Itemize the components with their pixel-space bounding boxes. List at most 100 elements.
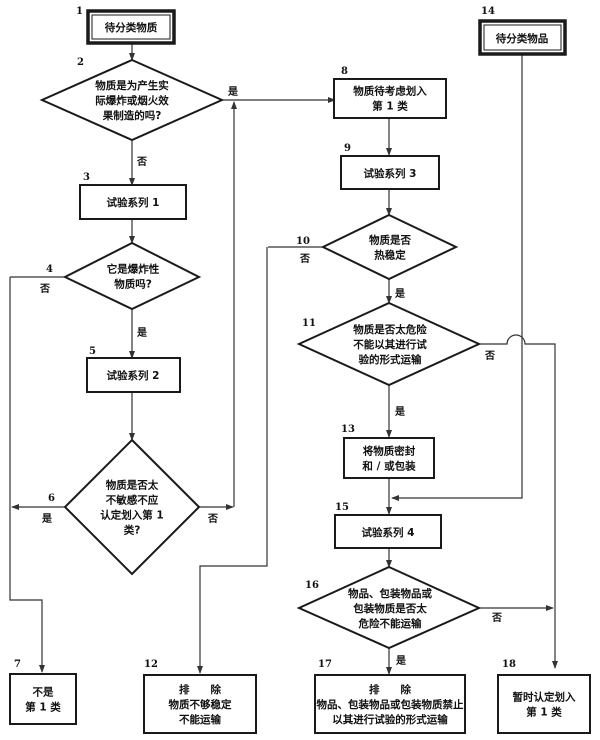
- node-number: 10: [296, 236, 310, 247]
- node-15-process: 15 试验系列 4: [334, 502, 442, 549]
- node-label: 试验系列 1: [107, 196, 160, 209]
- node-text-line: 试验系列 4: [362, 526, 415, 539]
- node-number: 13: [341, 424, 355, 435]
- node-text-line: 不是: [33, 687, 54, 699]
- node-label: 试验系列 4: [362, 526, 415, 539]
- node-text-line: 排 除: [179, 683, 221, 696]
- edge-4-7-down: [9, 277, 45, 673]
- node-number: 1: [76, 6, 83, 17]
- edge-11-18: [479, 334, 558, 669]
- label-2-no: 否: [136, 156, 147, 168]
- label-16-no: 否: [491, 612, 502, 624]
- connectors: [9, 43, 558, 675]
- node-text-line: 验的形式运输: [359, 353, 422, 366]
- node-1-start: 1 待分类物质: [76, 6, 176, 45]
- node-text-line: 类?: [124, 524, 141, 537]
- node-text-line: 热稳定: [374, 249, 406, 262]
- label-6-no: 否: [207, 513, 218, 525]
- label-11-yes: 是: [394, 406, 405, 418]
- node-label: 不是第 1 类: [25, 687, 61, 714]
- node-text-line: 危险不能运输: [358, 617, 422, 630]
- node-label: 试验系列 3: [364, 167, 417, 180]
- node-9-process: 9 试验系列 3: [340, 143, 440, 190]
- node-text-line: 物质是否太危险: [353, 323, 427, 336]
- node-label: 待分类物质: [105, 21, 158, 34]
- node-text-line: 际爆炸或烟火效: [95, 94, 169, 107]
- node-text-line: 认定划入第 1: [100, 509, 163, 522]
- node-number: 7: [14, 659, 21, 670]
- node-text-line: 和 / 或包装: [361, 460, 416, 473]
- node-text-line: 物质吗?: [114, 278, 152, 291]
- node-text-line: 果制造的吗?: [102, 109, 162, 122]
- node-number: 18: [502, 659, 516, 670]
- node-text-line: 待分类物质: [105, 21, 158, 34]
- node-number: 15: [335, 502, 349, 513]
- node-number: 6: [48, 493, 55, 504]
- node-number: 14: [481, 6, 495, 17]
- node-number: 5: [89, 346, 96, 357]
- node-5-process: 5 试验系列 2: [86, 346, 181, 393]
- node-text-line: 物质待考虑划入: [353, 85, 427, 98]
- node-number: 11: [302, 318, 316, 329]
- node-text-line: 物质是否太: [106, 479, 159, 492]
- node-number: 16: [305, 580, 319, 591]
- node-7-terminal: 7 不是第 1 类: [9, 659, 77, 725]
- node-label: 试验系列 2: [107, 369, 160, 382]
- node-text-line: 待分类物品: [496, 32, 549, 45]
- node-number: 17: [318, 659, 332, 670]
- node-number: 12: [144, 659, 158, 670]
- node-text-line: 第 1 类: [372, 100, 408, 113]
- label-4-no: 否: [39, 283, 50, 295]
- node-text-line: 不能运输: [179, 713, 221, 726]
- edge-10-12-down: [197, 247, 268, 674]
- node-14-start: 14 待分类物品: [478, 6, 567, 56]
- label-10-no: 否: [299, 253, 310, 265]
- node-text-line: 以其进行试验的形式运输: [332, 713, 448, 726]
- node-text-line: 物质不够稳定: [169, 698, 232, 711]
- label-16-yes: 是: [395, 655, 406, 667]
- node-text-line: 暂时认定划入: [513, 691, 576, 704]
- node-text-line: 物质是否: [369, 234, 411, 247]
- node-text-line: 物品、包装物品或: [348, 587, 432, 600]
- label-2-yes: 是: [227, 86, 238, 98]
- node-text-line: 试验系列 1: [107, 196, 160, 209]
- node-number: 4: [46, 264, 53, 275]
- node-label: 待分类物品: [496, 32, 549, 45]
- node-number: 8: [341, 66, 348, 77]
- node-text-line: 将物质密封: [363, 445, 416, 458]
- node-text-line: 第 1 类: [25, 701, 61, 714]
- node-text-line: 物质是为产生实: [95, 79, 169, 92]
- node-text-line: 第 1 类: [526, 706, 562, 719]
- node-number: 2: [77, 57, 84, 68]
- node-number: 3: [83, 172, 90, 183]
- label-11-no: 否: [484, 350, 495, 362]
- label-6-yes: 是: [41, 513, 52, 525]
- node-text-line: 它是爆炸性: [107, 263, 160, 276]
- node-text-line: 不能以其进行试: [353, 338, 427, 351]
- node-text-line: 物品、包装物品或包装物质禁止: [317, 698, 464, 711]
- node-number: 9: [344, 143, 351, 154]
